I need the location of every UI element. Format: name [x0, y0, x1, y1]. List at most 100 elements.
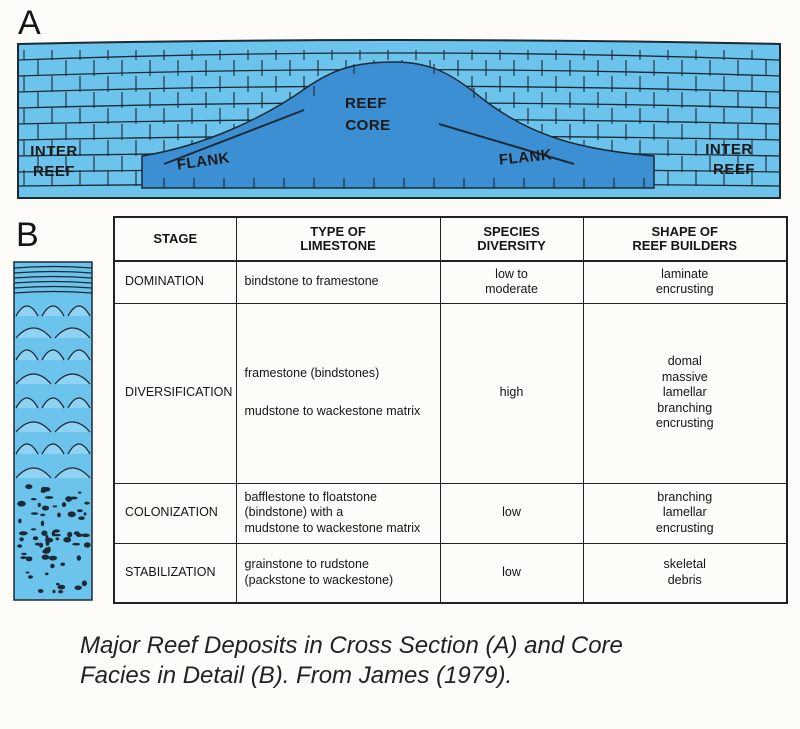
skeletal-grain — [18, 518, 22, 524]
skeletal-grain — [45, 537, 54, 543]
skeletal-grain — [53, 529, 60, 533]
panel-a-letter: A — [18, 4, 41, 42]
skeletal-grain — [63, 536, 72, 543]
skeletal-grain — [67, 511, 76, 518]
skeletal-grain — [81, 580, 87, 587]
skeletal-grain — [40, 486, 47, 493]
skeletal-grain — [61, 502, 67, 508]
table-row: DIVERSIFICATION framestone (bindstones)m… — [113, 302, 788, 484]
skeletal-grain — [81, 533, 90, 538]
table-row: COLONIZATION bafflestone to floatstone(b… — [113, 482, 788, 544]
skeletal-grain — [30, 528, 37, 531]
dome-colony — [15, 467, 52, 479]
skeletal-grain — [84, 501, 90, 505]
skeletal-grain — [41, 530, 48, 536]
dome-colony — [41, 305, 65, 317]
dome-colony — [15, 373, 52, 385]
dome-colony — [54, 467, 91, 479]
skeletal-grain — [18, 531, 28, 536]
skeletal-grain — [83, 542, 91, 548]
limestone-cell: bindstone to framestone — [235, 260, 441, 304]
skeletal-grain — [57, 584, 66, 590]
skeletal-grain — [83, 512, 87, 516]
dome-colony — [41, 443, 65, 455]
skeletal-grain — [17, 544, 23, 548]
skeletal-grain — [56, 582, 60, 586]
dome-colony — [41, 349, 65, 361]
skeletal-grain — [52, 589, 56, 594]
laminate-line — [13, 265, 93, 269]
inter-reef-left-line1: INTER — [30, 143, 78, 160]
laminate-line — [13, 285, 93, 289]
dome-colony — [41, 397, 65, 409]
reef-cross-section-diagram: REEF CORE FLANK FLANK INTER REEF INTER R… — [17, 39, 781, 199]
dome-colony — [67, 305, 91, 317]
stage-cell: STABILIZATION — [113, 542, 237, 604]
skeletal-grain — [75, 533, 83, 537]
dome-colony — [67, 397, 91, 409]
skeletal-grain — [78, 491, 82, 494]
skeletal-grain — [37, 502, 41, 508]
laminate-line — [13, 275, 93, 279]
figure-caption: Major Reef Deposits in Cross Section (A)… — [80, 631, 780, 691]
skeletal-grain — [57, 512, 61, 518]
limestone-cell: grainstone to rudstone(packstone to wack… — [235, 542, 441, 604]
skeletal-grain — [60, 562, 65, 566]
table-row: DOMINATION bindstone to framestone low t… — [113, 260, 788, 304]
flank-label-right: FLANK — [498, 146, 553, 168]
skeletal-grain — [41, 554, 50, 560]
skeletal-grain — [65, 496, 72, 502]
limestone-cell: framestone (bindstones)mudstone to wacke… — [235, 302, 441, 484]
skeletal-grain — [18, 501, 23, 504]
dome-colony — [15, 397, 39, 409]
laminate-line — [13, 280, 93, 284]
flank-line-right — [438, 123, 575, 165]
dome-colony — [54, 327, 91, 339]
header-stage: STAGE — [113, 216, 237, 262]
dome-colony — [15, 327, 52, 339]
skeletal-grain — [74, 585, 82, 591]
skeletal-grain — [78, 516, 85, 520]
bedding-line — [17, 52, 781, 61]
dome-colony — [54, 421, 91, 433]
dome-colony — [15, 349, 39, 361]
reef-core-mound — [141, 61, 655, 189]
inter-reef-left-line2: REEF — [33, 163, 75, 180]
skeletal-grain — [77, 509, 83, 513]
reef-core-label-line1: REEF — [345, 95, 387, 112]
diversity-cell: high — [439, 302, 584, 484]
stage-cell: DOMINATION — [113, 260, 237, 304]
dome-colony — [67, 443, 91, 455]
skeletal-grain — [44, 496, 54, 499]
inter-reef-right-line2: REEF — [713, 161, 755, 178]
skeletal-grain — [25, 484, 33, 490]
stage-cell: COLONIZATION — [113, 482, 237, 544]
skeletal-grain — [40, 520, 45, 527]
skeletal-grain — [30, 498, 37, 501]
skeletal-grain — [39, 542, 44, 548]
skeletal-grain — [55, 537, 60, 541]
skeletal-grain — [37, 589, 44, 593]
laminate-line — [13, 290, 93, 294]
laminate-line — [13, 270, 93, 274]
skeletal-grain — [35, 542, 40, 546]
stage-cell: DIVERSIFICATION — [113, 302, 237, 484]
table-row: STABILIZATION grainstone to rudstone(pac… — [113, 542, 788, 604]
skeletal-grain — [67, 531, 73, 538]
caption-line-1: Major Reef Deposits in Cross Section (A)… — [80, 632, 623, 659]
limestone-cell: bafflestone to floatstone(bindstone) wit… — [235, 482, 441, 544]
caption-line-2: Facies in Detail (B). From James (1979). — [80, 662, 513, 689]
skeletal-grain — [52, 505, 58, 508]
skeletal-grain — [58, 590, 64, 594]
skeletal-grain — [25, 556, 33, 560]
dome-colony — [15, 305, 39, 317]
